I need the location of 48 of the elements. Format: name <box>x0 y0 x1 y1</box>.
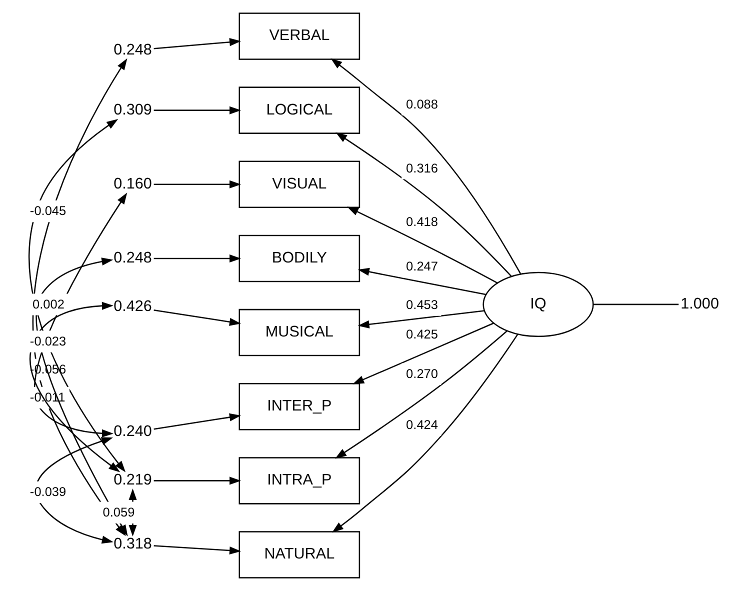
node-text: 0.248 <box>114 249 152 266</box>
edge-label: -0.023 <box>30 333 66 348</box>
node-box: VERBAL <box>238 12 360 60</box>
node-text: 0.309 <box>114 101 152 118</box>
edge-label: 0.418 <box>406 214 438 229</box>
arrow <box>154 106 242 114</box>
arrow <box>154 180 242 188</box>
arrow <box>154 309 242 326</box>
arrow <box>154 254 242 262</box>
arrow <box>330 58 521 274</box>
node-box: INTRA_P <box>238 457 360 504</box>
arrow <box>35 437 114 544</box>
arrow <box>358 268 486 296</box>
edge-label: 0.453 <box>406 296 438 312</box>
edge-label: -0.045 <box>30 203 66 218</box>
edge-label: 0.270 <box>406 366 438 381</box>
edge-label: 0.247 <box>406 258 438 274</box>
edge-label: 0.059 <box>102 504 135 520</box>
node-text: 0.219 <box>114 472 152 489</box>
node-box: MUSICAL <box>238 308 360 356</box>
node-box: LOGICAL <box>238 86 360 134</box>
edge-label: 0.425 <box>406 326 438 342</box>
edge-label: 0.316 <box>406 160 438 176</box>
arrow <box>346 206 498 284</box>
edge-label: 0.088 <box>406 96 438 112</box>
node-text: 0.240 <box>114 423 152 440</box>
node-text: 0.160 <box>114 175 152 192</box>
edge-label: 0.002 <box>32 296 64 312</box>
arrow <box>358 310 484 328</box>
node-box: NATURAL <box>238 531 360 578</box>
node-text: 1.000 <box>680 295 719 312</box>
node-box: INTER_P <box>238 382 360 430</box>
arrow <box>30 302 120 472</box>
arrow <box>154 545 242 555</box>
node-ellipse: IQ <box>482 272 594 337</box>
edge-label: -0.039 <box>30 484 66 500</box>
edge-label: 0.424 <box>406 416 438 432</box>
connector <box>593 304 679 306</box>
arrow <box>154 413 242 430</box>
node-box: BODILY <box>238 234 360 282</box>
node-box: VISUAL <box>238 160 360 208</box>
node-text: 0.318 <box>114 536 152 553</box>
node-text: 0.426 <box>114 298 152 315</box>
arrow <box>154 38 242 50</box>
arrow <box>332 334 518 533</box>
arrow <box>335 330 508 459</box>
node-text: 0.248 <box>114 41 152 58</box>
arrow <box>154 476 242 485</box>
